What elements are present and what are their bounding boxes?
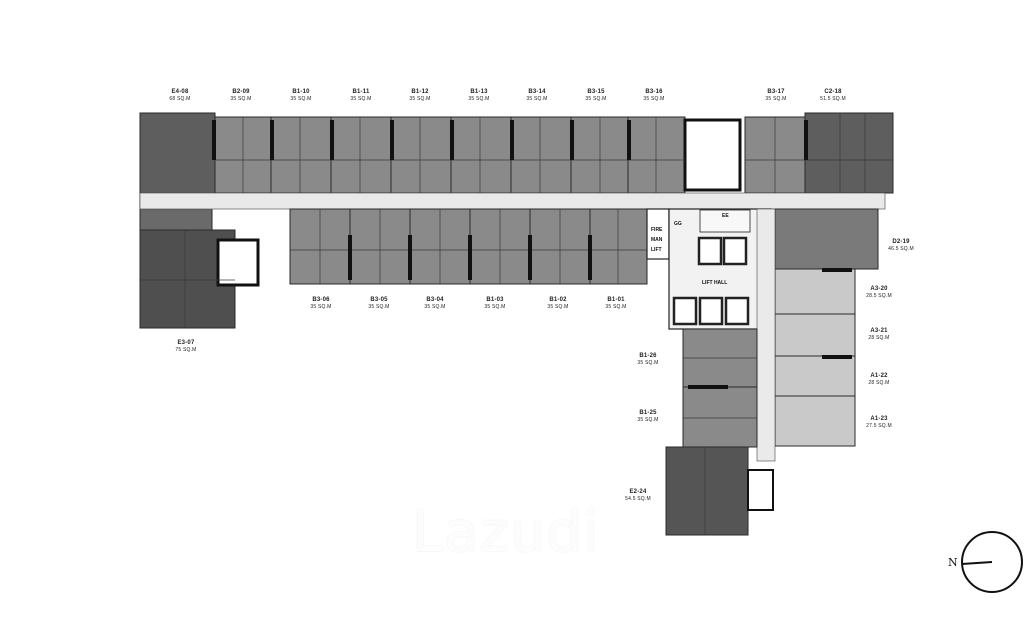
unit-b1-25 [682, 386, 758, 448]
east-corridor [756, 208, 776, 462]
unit-c2-18 [804, 112, 894, 194]
unit-b1-13 [450, 116, 512, 194]
unit-b1-12 [390, 116, 452, 194]
lazudi-watermark: Lazudi [412, 500, 600, 565]
stair-core-top [683, 118, 742, 192]
unit-b1-01 [589, 208, 648, 285]
unit-a3-21 [774, 313, 856, 357]
room-tag-lift: LIFT [651, 247, 662, 253]
south-wing [665, 328, 774, 536]
unit-b3-14 [510, 116, 572, 194]
stair-core-south [747, 469, 774, 511]
room-tag-man: MAN [651, 237, 663, 243]
unit-a1-23 [774, 395, 856, 447]
unit-d2-19 [774, 208, 879, 270]
compass-symbol [961, 531, 1023, 593]
unit-a1-22 [774, 355, 856, 397]
unit-b1-10 [270, 116, 332, 194]
room-tag-gg: GG [674, 221, 682, 227]
unit-e2-24 [665, 446, 749, 536]
room-tag-lift-hall: LIFT HALL [702, 280, 728, 286]
lift-core [646, 208, 772, 330]
unit-b1-11 [330, 116, 392, 194]
main-corridor [139, 192, 886, 210]
unit-a3-20 [774, 268, 856, 315]
north-compass: N [948, 530, 1024, 594]
unit-b3-16 [627, 116, 686, 194]
top-unit-row [139, 112, 894, 231]
room-tag-ee: EE [722, 213, 729, 219]
east-wing [774, 208, 879, 447]
unit-e4-08 [139, 112, 216, 196]
unit-b3-15 [570, 116, 629, 194]
compass-north-label: N [948, 556, 958, 569]
room-tag-fire: FIRE [651, 227, 663, 233]
stair-core-west [216, 238, 260, 287]
